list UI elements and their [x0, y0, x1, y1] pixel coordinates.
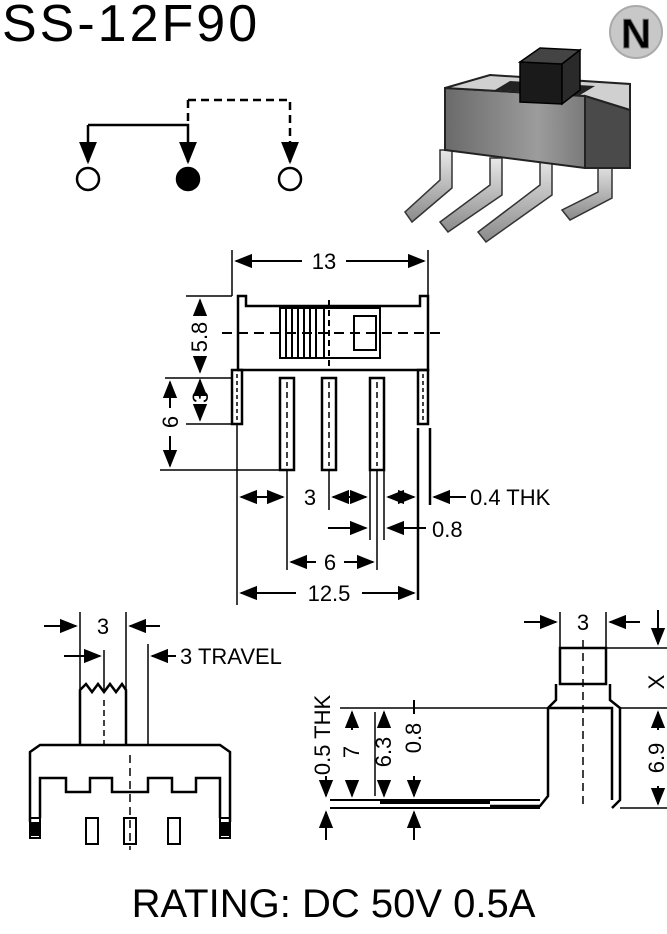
dim-travel: 3 TRAVEL — [180, 644, 282, 669]
front-view — [160, 250, 466, 605]
model-title: SS-12F90 — [2, 0, 261, 53]
dim-height-6: 6 — [158, 416, 183, 428]
front-view-labels: 13 5.8 3 6 3 0.4 THK 0.8 6 12.5 — [158, 249, 551, 606]
dim-knob-3: 3 — [97, 614, 109, 639]
schematic — [75, 98, 303, 192]
product-illustration — [404, 47, 631, 244]
dim-side-knob-3: 3 — [577, 610, 589, 635]
dim-span-6: 6 — [324, 550, 336, 575]
dim-thk-0-5: 0.5 THK — [310, 695, 335, 776]
terminal-open-right — [277, 166, 303, 192]
rating-text: RATING: DC 50V 0.5A — [131, 882, 536, 926]
brand-logo: N — [609, 5, 663, 59]
terminal-open-left — [75, 166, 101, 192]
dim-height-6-3: 6.3 — [371, 737, 396, 768]
dim-height-7: 7 — [339, 746, 364, 758]
side-view — [318, 610, 667, 840]
dim-height-5-8: 5.8 — [187, 322, 212, 353]
dim-height-6-9: 6.9 — [644, 743, 667, 774]
dim-width-13: 13 — [312, 249, 336, 274]
dim-x: X — [644, 674, 667, 689]
dim-thk-0-4: 0.4 THK — [470, 485, 551, 510]
dim-span-12-5: 12.5 — [308, 581, 351, 606]
top-view — [28, 612, 232, 850]
dim-pitch-3: 3 — [304, 485, 316, 510]
terminal-common — [175, 166, 201, 192]
dim-height-0-8: 0.8 — [401, 723, 426, 754]
dim-pin-0-8: 0.8 — [432, 517, 463, 542]
logo-letter: N — [621, 10, 651, 57]
dim-height-3: 3 — [188, 391, 213, 403]
